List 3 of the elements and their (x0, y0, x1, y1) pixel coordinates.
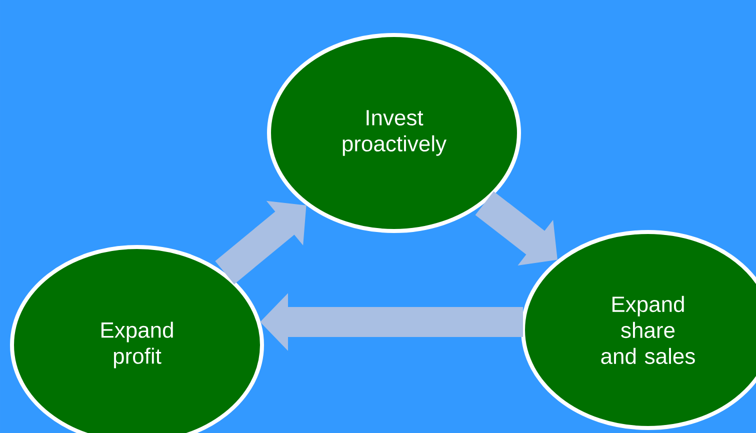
ellipse-node: Invest proactively (267, 33, 521, 233)
ellipse-node: Expand profit (10, 245, 264, 433)
ellipse-node: Expand share and sales (521, 230, 756, 430)
